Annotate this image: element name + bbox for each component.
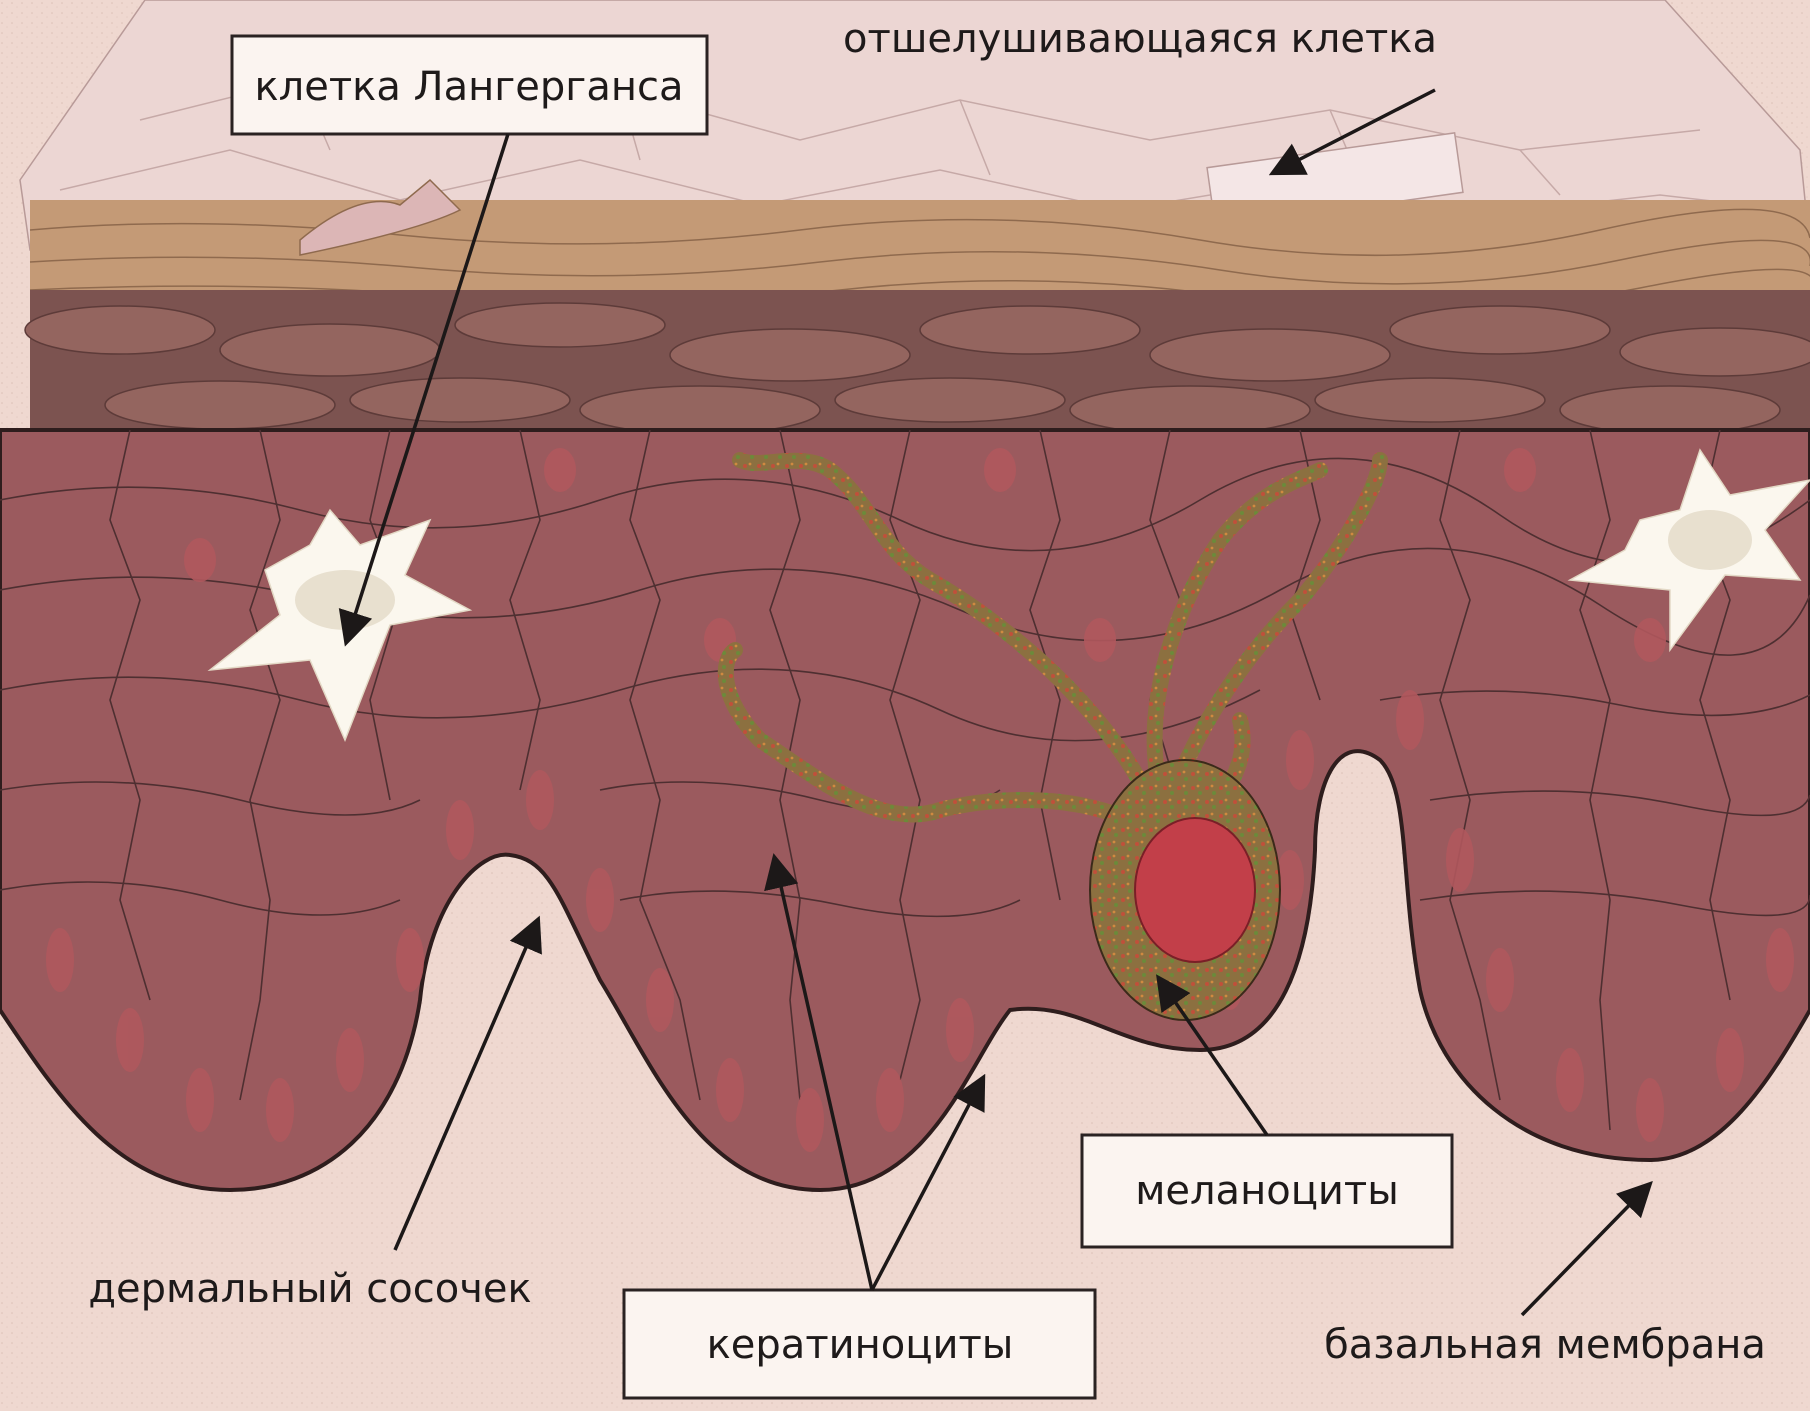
basal-membrane-label: базальная мембрана xyxy=(1324,1322,1766,1368)
langerhans-cell-label: клетка Лангерганса xyxy=(255,64,684,110)
stratum-granulosum xyxy=(30,200,1810,300)
melanocytes-label: меланоциты xyxy=(1135,1168,1399,1214)
keratinocytes-label: кератиноциты xyxy=(707,1322,1014,1368)
langerhans-nucleus-left xyxy=(295,570,395,630)
langerhans-nucleus-right xyxy=(1668,510,1752,570)
melanocyte-nucleus xyxy=(1135,818,1255,962)
dermal-papilla-label: дермальный сосочек xyxy=(88,1266,531,1312)
exfoliating-cell-label: отшелушивающаяся клетка xyxy=(843,16,1437,62)
